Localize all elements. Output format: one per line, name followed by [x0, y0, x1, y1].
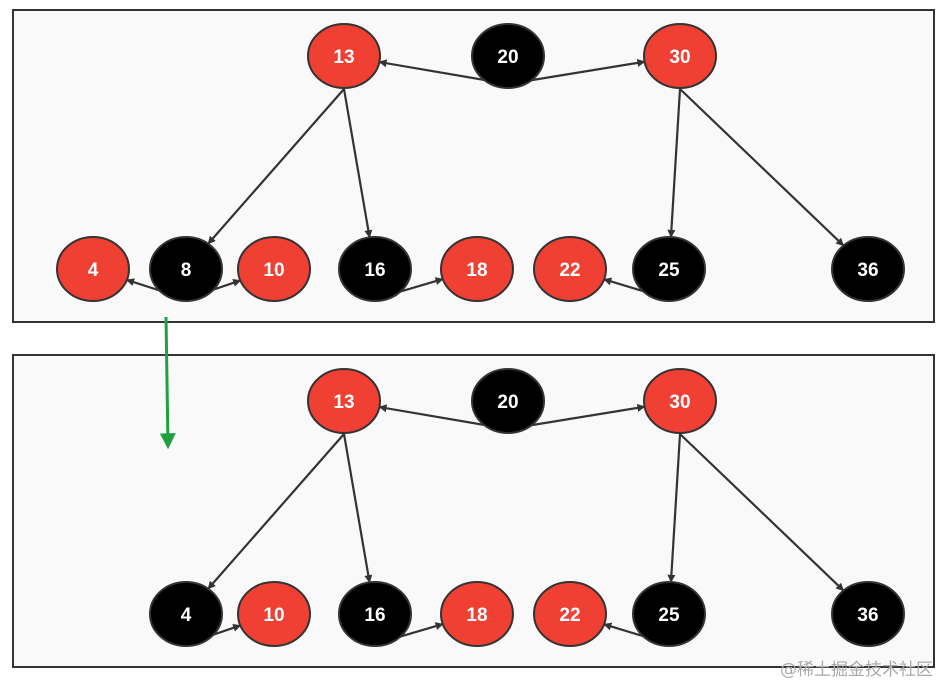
node-label: 4 [181, 605, 192, 626]
node-label: 25 [658, 605, 680, 626]
node-label: 36 [857, 605, 878, 626]
node-label: 10 [263, 605, 284, 626]
nodes-layer: 13 20 30 4 8 10 16 18 22 25 36 13 20 30 4 10 16 18 22 25 36 [56, 23, 905, 647]
node-after-18: 18 [440, 581, 514, 647]
edge-m30-to-m36 [679, 433, 845, 592]
watermark-text: @稀土掘金技术社区 [780, 660, 933, 680]
node-circle [533, 236, 607, 302]
node-label: 22 [559, 260, 580, 281]
edge-m30-to-m25 [667, 433, 682, 583]
node-circle [307, 23, 381, 89]
node-circle [471, 368, 545, 434]
node-circle [149, 581, 223, 647]
node-circle [471, 23, 545, 89]
node-circle [831, 236, 905, 302]
node-after-25: 25 [632, 581, 706, 647]
node-circle [307, 368, 381, 434]
node-after-16: 16 [338, 581, 412, 647]
node-circle [149, 236, 223, 302]
node-label: 30 [669, 392, 690, 413]
node-after-30: 30 [643, 368, 717, 434]
node-label: 8 [181, 260, 192, 281]
node-circle [632, 236, 706, 302]
node-before-16: 16 [338, 236, 412, 302]
node-label: 13 [333, 392, 354, 413]
node-label: 20 [497, 47, 518, 68]
node-label: 18 [466, 260, 487, 281]
node-label: 18 [466, 605, 487, 626]
node-label: 16 [364, 260, 385, 281]
node-before-4: 4 [56, 236, 130, 302]
edge-n13-to-n8 [207, 88, 345, 245]
node-before-25: 25 [632, 236, 706, 302]
node-circle [56, 236, 130, 302]
node-label: 22 [559, 605, 580, 626]
node-circle [440, 236, 514, 302]
node-circle [632, 581, 706, 647]
node-label: 25 [658, 260, 680, 281]
edge-m13-to-m4 [207, 433, 345, 590]
node-after-4: 4 [149, 581, 223, 647]
node-after-36: 36 [831, 581, 905, 647]
node-after-22: 22 [533, 581, 607, 647]
node-circle [831, 581, 905, 647]
node-circle [237, 236, 311, 302]
node-label: 36 [857, 260, 878, 281]
node-before-30: 30 [643, 23, 717, 89]
node-circle [237, 581, 311, 647]
node-before-22: 22 [533, 236, 607, 302]
node-circle [643, 23, 717, 89]
node-label: 13 [333, 47, 354, 68]
node-before-18: 18 [440, 236, 514, 302]
node-after-20: 20 [471, 368, 545, 434]
node-label: 20 [497, 392, 518, 413]
edge-n30-to-n25 [667, 88, 682, 238]
node-circle [533, 581, 607, 647]
node-after-13: 13 [307, 368, 381, 434]
node-label: 10 [263, 260, 284, 281]
edges-layer [126, 58, 845, 646]
node-circle [643, 368, 717, 434]
node-after-10: 10 [237, 581, 311, 647]
edge-n13-to-n16 [342, 88, 373, 239]
node-label: 4 [88, 260, 99, 281]
node-label: 16 [364, 605, 385, 626]
node-label: 30 [669, 47, 690, 68]
node-before-36: 36 [831, 236, 905, 302]
edge-m13-to-m16 [342, 433, 373, 584]
node-before-8: 8 [149, 236, 223, 302]
node-before-13: 13 [307, 23, 381, 89]
edge-n30-to-n36 [679, 88, 845, 247]
node-before-10: 10 [237, 236, 311, 302]
transition-arrow [159, 316, 176, 450]
node-circle [338, 581, 412, 647]
node-before-20: 20 [471, 23, 545, 89]
node-circle [338, 236, 412, 302]
node-circle [440, 581, 514, 647]
